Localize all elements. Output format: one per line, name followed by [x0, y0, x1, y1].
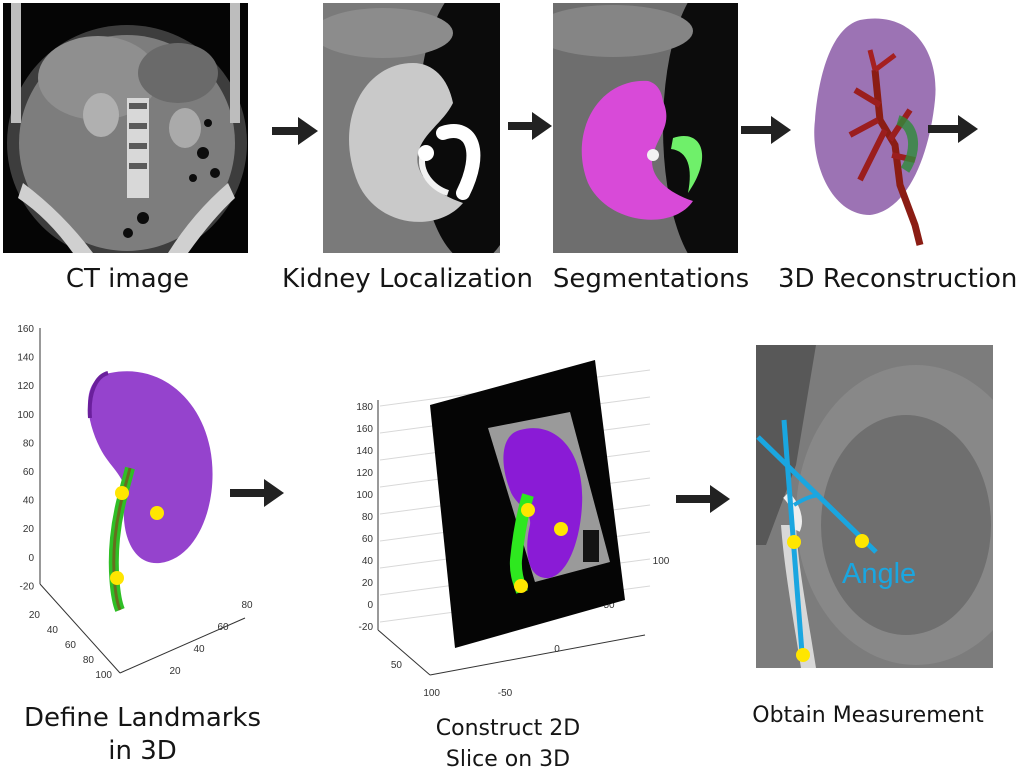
caption-construct-slice-line2: Slice on 3D — [445, 747, 571, 772]
x-tick-label: 100 — [423, 688, 440, 699]
z-tick-label: -20 — [20, 581, 35, 592]
y-tick-label: 40 — [193, 644, 205, 655]
z-tick-label: 20 — [23, 524, 35, 535]
z-tick-label: -20 — [359, 622, 374, 633]
y-axis-ticks: 20 40 60 80 — [169, 600, 253, 677]
z-tick-label: 140 — [17, 353, 34, 364]
angle-label: Angle — [842, 558, 916, 590]
z-tick-label: 160 — [17, 324, 34, 335]
landmark-point — [521, 503, 535, 517]
y-tick-label: -50 — [498, 688, 513, 699]
landmark-point — [787, 535, 801, 549]
y-tick-label: 0 — [554, 644, 560, 655]
landmark-point — [554, 522, 568, 536]
segmentations-image — [553, 3, 738, 253]
z-tick-label: 20 — [362, 578, 374, 589]
z-tick-label: 80 — [362, 512, 374, 523]
z-tick-label: 0 — [367, 600, 373, 611]
landmark-point — [855, 534, 869, 548]
z-tick-label: 100 — [17, 410, 34, 421]
x-tick-label: 20 — [29, 610, 41, 621]
landmark-point — [115, 486, 129, 500]
caption-kidney-localization: Kidney Localization — [282, 264, 533, 294]
z-tick-label: 100 — [356, 490, 373, 501]
x-axis-ticks: 50 100 — [391, 660, 441, 699]
arrow-right-icon — [272, 117, 318, 145]
kidney-localization-image — [323, 3, 500, 253]
x-tick-label: 40 — [47, 625, 59, 636]
caption-define-landmarks: Define Landmarks in 3D — [20, 702, 265, 768]
caption-construct-slice-line1: Construct 2D — [435, 716, 581, 741]
z-tick-label: 40 — [362, 556, 374, 567]
caption-3d-reconstruction: 3D Reconstruction — [778, 264, 1018, 294]
z-tick-label: 0 — [28, 553, 34, 564]
z-tick-label: 120 — [356, 468, 373, 479]
caption-define-landmarks-line2: in 3D — [108, 736, 177, 766]
arrow-right-icon — [741, 116, 791, 144]
ct-image-panel — [3, 3, 248, 253]
x-tick-label: 100 — [95, 670, 112, 681]
x-tick-label: 80 — [83, 655, 95, 666]
x-tick-label: 60 — [65, 640, 77, 651]
z-tick-label: 160 — [356, 424, 373, 435]
z-tick-label: 60 — [362, 534, 374, 545]
ct-image — [3, 3, 248, 253]
z-tick-label: 80 — [23, 438, 35, 449]
landmark-point — [150, 506, 164, 520]
arrow-right-icon — [508, 112, 552, 140]
landmark-point — [514, 579, 528, 593]
3d-reconstruction-panel — [800, 10, 945, 250]
x-tick-label: 50 — [391, 660, 403, 671]
landmark-point — [796, 648, 810, 662]
caption-construct-slice: Construct 2D Slice on 3D — [408, 713, 608, 775]
z-axis-ticks: 160 140 120 100 80 60 40 20 0 -20 — [17, 324, 34, 592]
kidney-localization-panel — [323, 3, 500, 253]
y-tick-label: 60 — [217, 622, 229, 633]
caption-segmentations: Segmentations — [552, 264, 750, 294]
caption-ct-image: CT image — [65, 264, 190, 294]
z-tick-label: 40 — [23, 496, 35, 507]
y-tick-label: 20 — [169, 666, 181, 677]
segmentations-panel — [553, 3, 738, 253]
z-tick-label: 60 — [23, 467, 35, 478]
arrow-right-icon — [676, 485, 730, 513]
z-tick-label: 140 — [356, 446, 373, 457]
measurement-panel: Angle — [756, 345, 993, 668]
arrow-right-icon — [928, 115, 978, 143]
y-tick-label: 80 — [241, 600, 253, 611]
landmark-point — [110, 571, 124, 585]
caption-define-landmarks-line1: Define Landmarks — [23, 703, 262, 733]
y-axis-ticks: -50 0 50 100 — [498, 556, 670, 699]
z-tick-label: 180 — [356, 402, 373, 413]
3d-reconstruction-image — [814, 18, 936, 246]
y-tick-label: 50 — [603, 600, 615, 611]
caption-obtain-measurement: Obtain Measurement — [752, 703, 984, 728]
z-tick-label: 120 — [17, 381, 34, 392]
z-axis-ticks: 180 160 140 120 100 80 60 40 20 0 -20 — [356, 402, 373, 633]
y-tick-label: 100 — [653, 556, 670, 567]
arrow-right-icon — [230, 479, 284, 507]
slice-3d-plot: 180 160 140 120 100 80 60 40 20 0 -20 50 100 -50 0 50… — [340, 330, 670, 700]
